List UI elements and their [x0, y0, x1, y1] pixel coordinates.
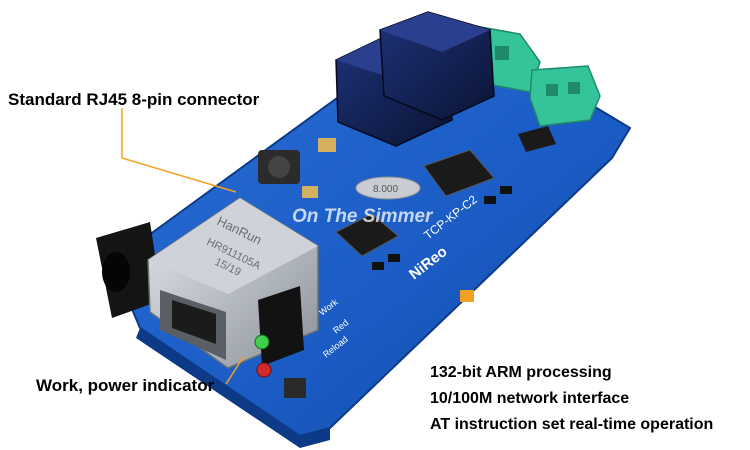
terminal-block-2	[529, 65, 601, 127]
indicator-callout-label: Work, power indicator	[36, 376, 215, 395]
indicator-leader-line	[225, 355, 245, 385]
resistor	[484, 196, 496, 204]
feature-item: AT instruction set real-time operation	[430, 416, 714, 433]
resistor	[372, 262, 384, 270]
relay-2	[379, 11, 495, 121]
feature-item: 10/100M network interface	[430, 390, 630, 407]
dc-power-jack	[96, 222, 162, 318]
crystal-marking: 8.000	[373, 184, 398, 195]
main-chip	[423, 149, 495, 197]
watermark: On The Simmer	[292, 206, 434, 227]
feature-list: 132-bit ARM processing 10/100M network i…	[430, 360, 713, 438]
rj45-leader-line	[121, 108, 237, 193]
inductor	[258, 150, 300, 184]
rj45-jack: HanRun HR911105A 15/19	[147, 197, 319, 369]
capacitor	[318, 138, 336, 152]
crystal-oscillator: 8.000	[355, 176, 421, 200]
resistor	[388, 254, 400, 262]
feature-item: 132-bit ARM processing	[430, 364, 612, 381]
resistor	[500, 186, 512, 194]
rj45-callout-label: Standard RJ45 8-pin connector	[8, 90, 260, 109]
led-green-indicator	[254, 334, 270, 350]
pcb-edge	[136, 328, 330, 448]
led-housing	[258, 286, 304, 366]
arm-chip	[335, 213, 399, 257]
orange-marker	[460, 290, 474, 302]
reset-button	[284, 378, 306, 398]
led-red-indicator	[256, 362, 272, 378]
small-chip	[518, 126, 556, 152]
capacitor	[302, 186, 318, 198]
